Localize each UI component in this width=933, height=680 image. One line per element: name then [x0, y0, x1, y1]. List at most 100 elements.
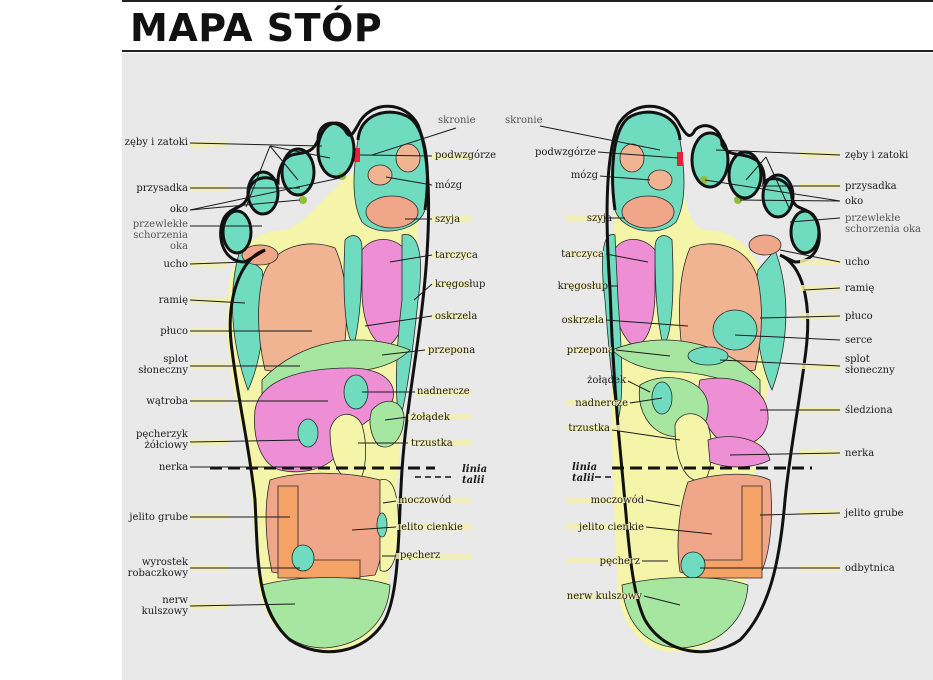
right-solar-blob — [687, 346, 729, 366]
left-bladder-blob — [376, 512, 388, 538]
left-foot — [219, 104, 431, 654]
left-gallbladder-blob — [297, 418, 319, 448]
diagram-panel: zęby i zatoki przysadka oko przewlekłe s… — [122, 53, 933, 680]
label-linia-left-2: talii — [462, 475, 485, 486]
label-sledziona-right: śledziona — [845, 405, 893, 416]
right-big-toe-sinus — [619, 143, 645, 173]
right-eye-dot-1 — [700, 176, 708, 184]
label-przewlekle-right-1: przewlekłe — [845, 213, 900, 224]
label-tarczyca-left: tarczyca — [435, 250, 478, 261]
label-mozg-left: mózg — [435, 180, 463, 191]
label-trzustka-left: trzustka — [411, 438, 453, 449]
right-hypothalamus-mark — [677, 152, 683, 166]
label-ucho-right: ucho — [845, 257, 870, 268]
label-moczowod-right: moczowód — [591, 495, 645, 506]
label-kregoslup-right: kręgosłup — [558, 281, 608, 292]
label-jelito-cienkie-right: jelito cienkie — [578, 522, 644, 533]
label-przepona-right: przepona — [567, 345, 614, 356]
label-zoladek-left: żołądek — [411, 412, 451, 423]
label-wyrostek-left-1: wyrostek — [142, 557, 189, 568]
label-nerw-left-1: nerw — [162, 595, 188, 606]
left-big-toe-sinus — [395, 143, 421, 173]
label-przewlekle-right-2: schorzenia oka — [845, 224, 921, 235]
right-labels: skronie podwzgórze mózg szyja tarczyca k… — [505, 115, 921, 606]
right-toe-4-outline — [761, 173, 795, 219]
label-nerw-kulszowy-right: nerw kulszowy — [567, 591, 643, 602]
label-pecherzyk-left-1: pęcherzyk — [136, 429, 189, 440]
right-toe-2-outline — [690, 131, 730, 189]
right-foot-outline — [605, 104, 821, 654]
label-szyja-right: szyja — [587, 213, 612, 224]
label-tarczyca-right: tarczyca — [561, 249, 604, 260]
right-big-toe-pituitary — [647, 169, 673, 191]
top-rule — [122, 0, 933, 2]
label-przewlekle-left-3: oka — [170, 241, 188, 252]
label-podwzgorze-right: podwzgórze — [535, 147, 596, 158]
label-oskrzela-left: oskrzela — [435, 311, 477, 322]
left-appendix-blob — [291, 544, 315, 572]
label-oko-right: oko — [845, 196, 863, 207]
right-foot — [602, 104, 821, 654]
label-splot-right-2: słoneczny — [845, 365, 895, 376]
right-spine-zone — [654, 235, 674, 346]
right-toe-3-outline — [727, 150, 763, 200]
label-pecherz-left: pęcherz — [400, 550, 440, 561]
left-pancreas-zone — [329, 413, 366, 482]
label-nerw-left-2: kulszowy — [142, 606, 189, 617]
left-big-toe-pituitary — [367, 164, 393, 186]
label-przepona-left: przepona — [428, 345, 475, 356]
label-zoladek-right: żołądek — [587, 375, 627, 386]
label-szyja-left: szyja — [435, 214, 460, 225]
left-big-toe-outline — [356, 110, 429, 211]
right-big-toe-brain — [621, 195, 675, 229]
label-mozg-right: mózg — [571, 170, 599, 181]
label-skronie-right: skronie — [505, 115, 543, 126]
label-skronie-left: skronie — [438, 115, 476, 126]
label-jelito-cienkie-left: jelito cienkie — [397, 522, 463, 533]
label-nadnercze-left: nadnercze — [417, 386, 470, 397]
label-podwzgorze-left: podwzgórze — [435, 150, 496, 161]
left-eye-dot-2 — [299, 196, 307, 204]
label-przysadka-right: przysadka — [845, 181, 897, 192]
left-toe-3-outline — [280, 147, 316, 197]
label-zeby-left: zęby i zatoki — [125, 137, 188, 148]
label-splot-right-1: splot — [845, 354, 870, 365]
label-kregoslup-left: kręgosłup — [435, 279, 485, 290]
label-serce-right: serce — [845, 335, 872, 346]
label-ramie-left: ramię — [159, 295, 188, 306]
label-nadnercze-right: nadnercze — [575, 398, 628, 409]
label-przysadka-left: przysadka — [136, 183, 188, 194]
label-linia-right-2: talii — [572, 473, 595, 484]
left-foot-outline — [219, 104, 431, 654]
label-ramie-right: ramię — [845, 283, 874, 294]
label-odbytnica-right: odbytnica — [845, 563, 895, 574]
right-ear-zone — [748, 234, 782, 256]
waist-lines — [210, 466, 812, 478]
left-spine-zone — [343, 235, 363, 346]
label-oko-left: oko — [170, 204, 188, 215]
label-watroba-left: wątroba — [146, 396, 188, 407]
label-splot-left-2: słoneczny — [138, 365, 188, 376]
label-trzustka-right: trzustka — [568, 423, 610, 434]
left-hypothalamus-mark — [354, 148, 360, 162]
label-zeby-right: zęby i zatoki — [845, 150, 908, 161]
label-przewlekle-left-1: przewlekłe — [133, 219, 188, 230]
label-splot-left-1: splot — [163, 354, 188, 365]
label-jelito-grube-left: jelito grube — [128, 512, 188, 523]
label-linia-left-1: linia — [462, 464, 487, 475]
left-big-toe-brain — [365, 195, 419, 229]
label-pluco-left: płuco — [160, 326, 188, 337]
left-colon-zone — [277, 485, 361, 579]
label-oskrzela-right: oskrzela — [562, 315, 604, 326]
label-jelito-grube-right: jelito grube — [844, 508, 904, 519]
label-nerka-right: nerka — [845, 448, 874, 459]
label-pluco-right: płuco — [845, 311, 873, 322]
right-kidney-zone — [707, 436, 771, 468]
label-ucho-left: ucho — [163, 259, 188, 270]
left-toe-5-outline — [221, 209, 253, 255]
label-wyrostek-left-2: robaczkowy — [128, 568, 189, 579]
label-pecherz-right: pęcherz — [600, 556, 640, 567]
right-rectum-blob — [680, 551, 706, 579]
label-nerka-left: nerka — [159, 462, 188, 473]
